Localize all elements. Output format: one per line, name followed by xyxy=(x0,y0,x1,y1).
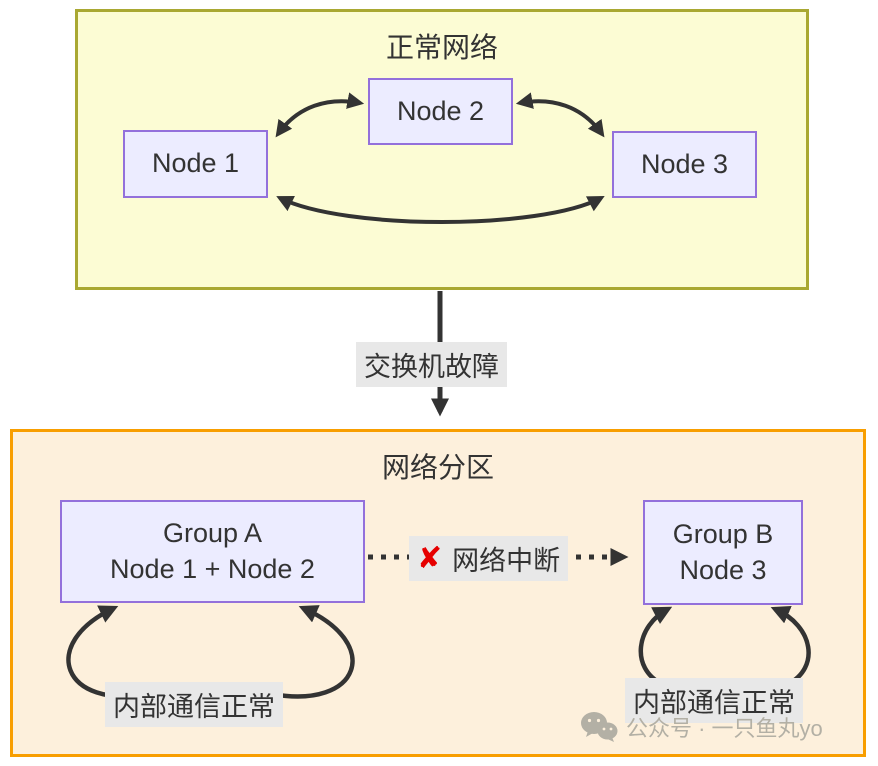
network-break-label: ✘ 网络中断 xyxy=(409,536,569,581)
node-1-box: Node 1 xyxy=(123,130,268,198)
node-3-box: Node 3 xyxy=(612,131,757,198)
red-x-icon: ✘ xyxy=(417,541,443,575)
node-2-box: Node 2 xyxy=(368,78,513,145)
network-partition-title: 网络分区 xyxy=(381,452,494,483)
watermark: 公众号 · 一只鱼丸yo xyxy=(580,711,823,743)
group-b-members: Node 3 xyxy=(679,554,767,585)
node-3-label: Node 3 xyxy=(640,148,729,179)
group-a-title: Group A xyxy=(162,517,263,548)
group-a-members: Node 1 + Node 2 xyxy=(110,553,315,584)
node-2-label: Node 2 xyxy=(396,95,485,126)
group-b-box: Group B Node 3 xyxy=(643,500,803,605)
wechat-icon xyxy=(581,712,618,742)
network-break-text: 网络中断 xyxy=(452,546,561,576)
normal-network-title: 正常网络 xyxy=(385,32,498,63)
internal-comm-label-b: 内部通信正常 xyxy=(625,678,803,723)
watermark-text: 公众号 · 一只鱼丸yo xyxy=(626,716,823,741)
internal-comm-label-a: 内部通信正常 xyxy=(105,682,283,727)
group-a-box: Group A Node 1 + Node 2 xyxy=(60,500,365,603)
node-1-label: Node 1 xyxy=(151,148,240,179)
group-b-title: Group B xyxy=(672,518,774,549)
switch-failure-label: 交换机故障 xyxy=(356,342,507,387)
